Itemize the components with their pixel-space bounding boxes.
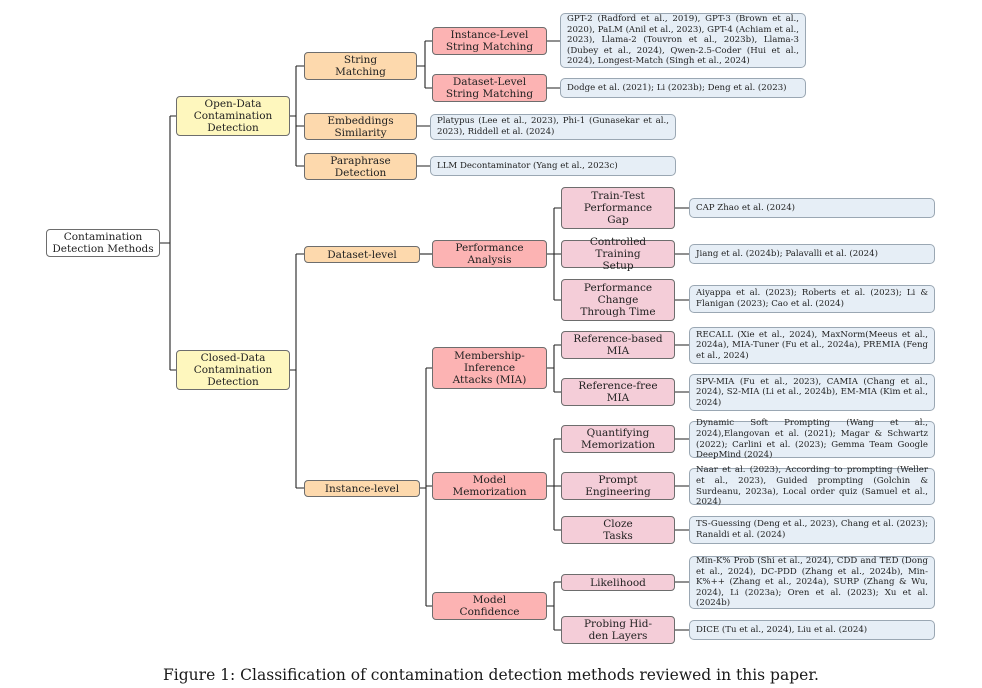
dataset-level-node: Dataset-level	[304, 246, 420, 263]
root-node: Contamination Detection Methods	[46, 229, 160, 257]
mia-node: Membership- Inference Attacks (MIA)	[432, 347, 547, 389]
probing-hidden-layers-refs: DICE (Tu et al., 2024), Liu et al. (2024…	[689, 620, 935, 640]
paraphrase-detection-refs: LLM Decontaminator (Yang et al., 2023c)	[430, 156, 676, 176]
leaf-text: Min-K% Prob (Shi et al., 2024), CDD and …	[696, 556, 928, 609]
leaf-text: SPV-MIA (Fu et al., 2023), CAMIA (Chang …	[696, 376, 928, 408]
paraphrase-detection-node: Paraphrase Detection	[304, 153, 417, 180]
likelihood-refs: Min-K% Prob (Shi et al., 2024), CDD and …	[689, 556, 935, 609]
controlled-training-refs: Jiang et al. (2024b); Palavalli et al. (…	[689, 244, 935, 264]
dataset-level-string-matching-refs: Dodge et al. (2021); Li (2023b); Deng et…	[560, 78, 806, 98]
prompt-engineering-refs: Naar et al. (2023), According to prompti…	[689, 465, 935, 508]
performance-analysis-node: Performance Analysis	[432, 240, 547, 268]
model-memorization-node: Model Memorization	[432, 472, 547, 500]
embeddings-similarity-node: Embeddings Similarity	[304, 113, 417, 140]
leaf-text: CAP Zhao et al. (2024)	[696, 202, 796, 213]
cloze-tasks-node: Cloze Tasks	[561, 516, 675, 544]
performance-change-refs: Aiyappa et al. (2023); Roberts et al. (2…	[689, 285, 935, 313]
controlled-training-node: Controlled Training Setup	[561, 236, 675, 272]
reference-free-mia-refs: SPV-MIA (Fu et al., 2023), CAMIA (Chang …	[689, 374, 935, 411]
model-confidence-node: Model Confidence	[432, 592, 547, 620]
train-test-gap-refs: CAP Zhao et al. (2024)	[689, 198, 935, 218]
leaf-text: RECALL (Xie et al., 2024), MaxNorm(Meeus…	[696, 329, 928, 361]
likelihood-node: Likelihood	[561, 574, 675, 591]
leaf-text: DICE (Tu et al., 2024), Liu et al. (2024…	[696, 624, 868, 635]
open-data-node: Open-Data Contamination Detection	[176, 96, 290, 136]
leaf-text: Naar et al. (2023), According to prompti…	[696, 465, 928, 508]
reference-based-mia-refs: RECALL (Xie et al., 2024), MaxNorm(Meeus…	[689, 327, 935, 364]
leaf-text: Platypus (Lee et al., 2023), Phi-1 (Guna…	[437, 116, 669, 137]
leaf-text: Dodge et al. (2021); Li (2023b); Deng et…	[567, 82, 787, 93]
string-matching-node: String Matching	[304, 52, 417, 80]
leaf-text: Aiyappa et al. (2023); Roberts et al. (2…	[696, 288, 928, 309]
closed-data-node: Closed-Data Contamination Detection	[176, 350, 290, 390]
performance-change-node: Performance Change Through Time	[561, 279, 675, 321]
instance-level-node: Instance-level	[304, 480, 420, 497]
quantifying-memorization-refs: Dynamic Soft Prompting (Wang et al., 202…	[689, 418, 935, 461]
train-test-gap-node: Train-Test Performance Gap	[561, 187, 675, 229]
leaf-text: Jiang et al. (2024b); Palavalli et al. (…	[696, 248, 878, 259]
cloze-tasks-refs: TS-Guessing (Deng et al., 2023), Chang e…	[689, 516, 935, 544]
probing-hidden-layers-node: Probing Hid- den Layers	[561, 616, 675, 644]
leaf-text: LLM Decontaminator (Yang et al., 2023c)	[437, 160, 618, 171]
dataset-level-string-matching-node: Dataset-Level String Matching	[432, 74, 547, 102]
reference-free-mia-node: Reference-free MIA	[561, 378, 675, 406]
leaf-text: TS-Guessing (Deng et al., 2023), Chang e…	[696, 519, 928, 540]
figure-caption: Figure 1: Classification of contaminatio…	[163, 666, 819, 684]
leaf-text: GPT-2 (Radford et al., 2019), GPT-3 (Bro…	[567, 14, 799, 67]
prompt-engineering-node: Prompt Engineering	[561, 472, 675, 500]
instance-level-string-matching-node: Instance-Level String Matching	[432, 27, 547, 55]
quantifying-memorization-node: Quantifying Memorization	[561, 425, 675, 453]
leaf-text: Dynamic Soft Prompting (Wang et al., 202…	[696, 418, 928, 461]
instance-level-string-matching-refs: GPT-2 (Radford et al., 2019), GPT-3 (Bro…	[560, 13, 806, 68]
reference-based-mia-node: Reference-based MIA	[561, 331, 675, 359]
embeddings-similarity-refs: Platypus (Lee et al., 2023), Phi-1 (Guna…	[430, 114, 676, 140]
